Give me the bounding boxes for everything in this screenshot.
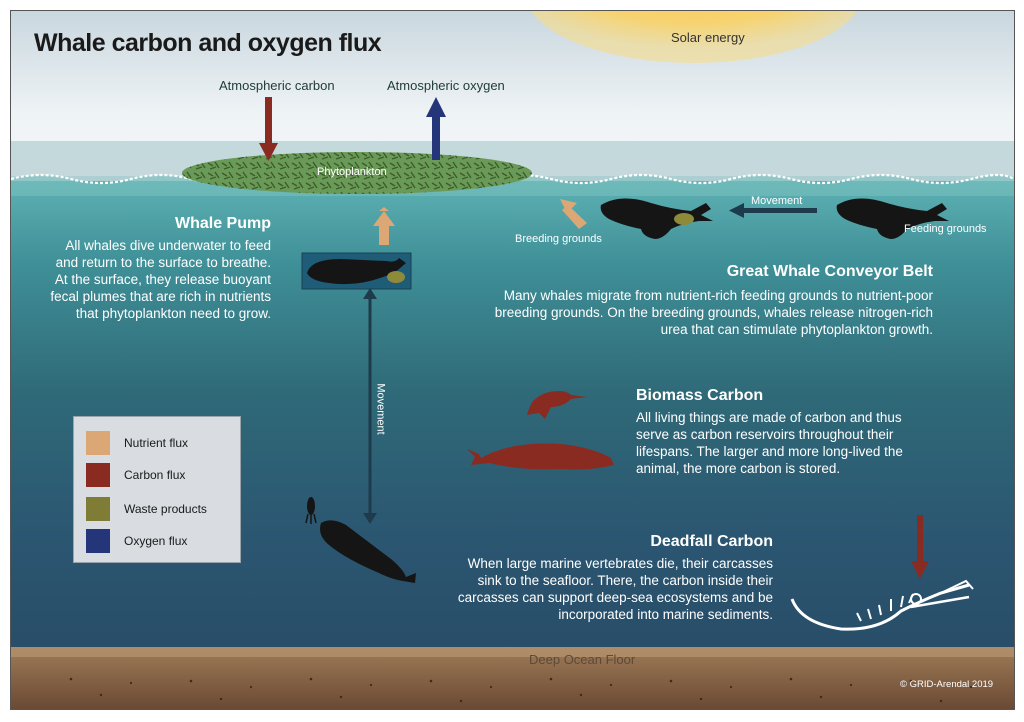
atmospheric-oxygen-label: Atmospheric oxygen — [387, 78, 505, 93]
sperm-whale-surface — [307, 258, 406, 285]
solar-energy-label: Solar energy — [671, 30, 745, 45]
squid-icon — [305, 497, 317, 524]
nutrient-arrow-breeding — [560, 199, 587, 229]
deadfall-text: When large marine vertebrates die, their… — [457, 556, 773, 622]
carbon-swatch — [86, 463, 110, 487]
sperm-whale-deep — [320, 520, 416, 583]
oxygen-swatch — [86, 529, 110, 553]
legend-item-oxygen: Oxygen flux — [86, 529, 187, 553]
feeding-grounds-label: Feeding grounds — [904, 223, 987, 235]
sea-floor-top — [11, 647, 1014, 657]
fecal-plume — [387, 271, 405, 283]
legend-item-carbon: Carbon flux — [86, 463, 185, 487]
oxygen-flux-arrow — [426, 97, 446, 160]
urea-plume — [674, 213, 694, 225]
swordfish-icon — [527, 391, 587, 419]
conveyor-text: Many whales migrate from nutrient-rich f… — [494, 288, 933, 337]
whale-skeleton — [790, 579, 974, 631]
legend-label: Nutrient flux — [124, 436, 189, 450]
whale-feeding — [836, 198, 949, 239]
legend: Nutrient flux Carbon flux Waste products… — [73, 416, 241, 563]
phytoplankton-label: Phytoplankton — [317, 166, 387, 178]
blue-whale-biomass — [467, 443, 614, 470]
waste-swatch — [86, 497, 110, 521]
deadfall-heading: Deadfall Carbon — [650, 533, 773, 550]
legend-label: Waste products — [124, 502, 207, 516]
whale-breeding — [600, 198, 713, 239]
breeding-grounds-label: Breeding grounds — [515, 233, 602, 245]
whale-pump-text: All whales dive underwater to feed and r… — [50, 238, 271, 321]
legend-item-nutrient: Nutrient flux — [86, 431, 188, 455]
atmospheric-carbon-label: Atmospheric carbon — [219, 78, 335, 93]
biomass-text: All living things are made of carbon and… — [636, 410, 903, 476]
credit-label: © GRID-Arendal 2019 — [900, 679, 994, 690]
sun — [530, 11, 858, 63]
movement-label: Movement — [751, 195, 803, 207]
infographic: Whale carbon and oxygen flux Solar energ… — [10, 10, 1015, 710]
vertical-movement-arrow — [363, 288, 377, 524]
legend-item-waste: Waste products — [86, 497, 207, 521]
carbon-flux-arrow — [259, 97, 278, 161]
sediment-specks — [69, 677, 973, 703]
conveyor-heading: Great Whale Conveyor Belt — [726, 263, 933, 280]
legend-label: Oxygen flux — [124, 534, 188, 548]
sea-floor-label: Deep Ocean Floor — [529, 652, 636, 667]
whale-pump-heading: Whale Pump — [174, 215, 271, 232]
migration-arrow — [729, 203, 817, 218]
biomass-heading: Biomass Carbon — [636, 387, 764, 404]
legend-label: Carbon flux — [124, 468, 186, 482]
nutrient-swatch — [86, 431, 110, 455]
deadfall-carbon-arrow — [911, 515, 929, 579]
sea-floor — [11, 647, 1014, 709]
page-title: Whale carbon and oxygen flux — [34, 29, 382, 57]
phytoplankton-patch — [182, 152, 532, 194]
vertical-movement-label: Movement — [374, 383, 387, 435]
nutrient-arrow-pump — [373, 207, 395, 245]
